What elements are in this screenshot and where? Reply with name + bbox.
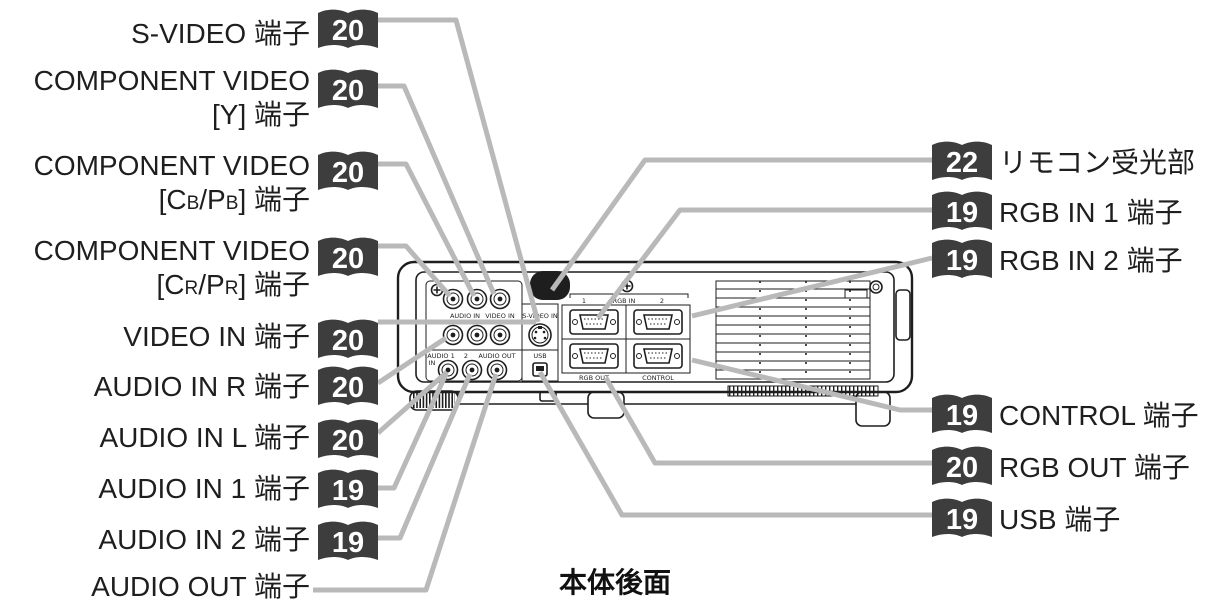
page-badge: 20 (318, 69, 378, 108)
leader-line-usb (537, 370, 932, 518)
page-number: 20 (946, 452, 978, 484)
label-component-cr-line1: COMPONENT VIDEO (34, 235, 310, 266)
right-labels: 22 リモコン受光部 19 RGB IN 1 端子 19 RGB IN 2 端子… (932, 141, 1199, 537)
panel-label-video-in: VIDEO IN (485, 312, 515, 320)
leader-line-rgb-out (603, 376, 932, 466)
page-badge: 20 (318, 237, 378, 276)
page-number: 19 (946, 504, 978, 536)
page-number: 19 (946, 197, 978, 229)
label-audio-in-r: AUDIO IN R 端子 (94, 371, 310, 402)
label-control: CONTROL 端子 (999, 400, 1199, 431)
label-component-cr-line2: [CR/PR] 端子 (157, 269, 311, 300)
label-component-cb-line2: [CB/PB] 端子 (159, 184, 310, 215)
s-video-port (528, 323, 552, 347)
label-component-y-line2: [Y] 端子 (212, 99, 310, 130)
label-ir-receiver: リモコン受光部 (999, 147, 1195, 178)
panel-label-s-video-in: S-VIDEO IN (522, 312, 558, 320)
label-audio-in-2: AUDIO IN 2 端子 (98, 524, 310, 555)
leader-line-s-video (378, 17, 541, 323)
panel-label-audio-out: AUDIO OUT (478, 352, 515, 360)
inner-panel-frame (415, 271, 895, 383)
base-outline (457, 392, 856, 405)
s-video-usb-frame (521, 303, 559, 382)
page-number: 20 (332, 75, 364, 107)
rgb-connector-panel: 1 RGB IN 2 RGB OUT CONTROL (561, 279, 691, 382)
panel-label-rgb-in-1: 1 (582, 297, 586, 305)
left-labels: S-VIDEO 端子 20 COMPONENT VIDEO [Y] 端子 20 … (34, 9, 378, 602)
page-badge: 19 (932, 239, 992, 278)
page-badge: 20 (318, 419, 378, 458)
label-audio-in-l: AUDIO IN L 端子 (99, 422, 310, 453)
projector-rear-body: AUDIO IN VIDEO IN S-VIDEO IN AUDIO 1 IN … (396, 260, 914, 427)
page-number: 20 (332, 372, 364, 404)
leader-line-rgb-in-2 (691, 255, 933, 319)
page-badge: 19 (932, 394, 992, 433)
page-badge: 20 (318, 151, 378, 190)
page-number: 20 (332, 15, 364, 47)
label-audio-out: AUDIO OUT 端子 (91, 571, 310, 602)
leader-line-audio-in-1 (378, 372, 449, 491)
page-number: 19 (946, 400, 978, 432)
side-handle (895, 289, 911, 341)
label-rgb-in-1: RGB IN 1 端子 (999, 197, 1183, 228)
page-badge: 19 (318, 469, 378, 508)
page-number: 19 (332, 475, 364, 507)
leader-line-audio-out (313, 373, 499, 593)
page-number: 20 (332, 425, 364, 457)
leader-line-ir-receiver (549, 157, 932, 292)
leader-lines (313, 17, 933, 593)
panel-label-control: CONTROL (642, 374, 674, 382)
vent-grille (715, 280, 871, 380)
panel-label-audio-in: AUDIO IN (450, 312, 480, 320)
page-badge: 19 (932, 498, 992, 537)
leader-line-audio-in-r (376, 335, 448, 386)
page-badge: 20 (318, 9, 378, 48)
right-foot (855, 391, 891, 427)
label-s-video: S-VIDEO 端子 (131, 18, 310, 49)
label-component-cb-line1: COMPONENT VIDEO (34, 150, 310, 181)
leader-line-component-y (378, 83, 497, 295)
rgb-in-bracket (569, 293, 689, 298)
page-number: 19 (332, 527, 364, 559)
page-number: 20 (332, 243, 364, 275)
leader-line-audio-in-2 (378, 373, 473, 541)
label-component-y-line1: COMPONENT VIDEO (34, 65, 310, 96)
rgb-panel-dividers (562, 305, 690, 373)
leader-line-audio-in-l (376, 370, 449, 435)
page-number: 20 (332, 325, 364, 357)
page-badge: 19 (932, 191, 992, 230)
leader-line-rgb-in-1 (596, 207, 932, 320)
page-badge: 20 (318, 366, 378, 405)
page-badge: 20 (318, 319, 378, 358)
label-rgb-out: RGB OUT 端子 (999, 452, 1190, 483)
page-badge: 20 (932, 446, 992, 485)
panel-label-audio-2: 2 (464, 352, 468, 360)
panel-label-audio-1: AUDIO 1 (427, 352, 454, 360)
page-number: 22 (946, 147, 978, 179)
label-video-in: VIDEO IN 端子 (123, 321, 310, 352)
page-number: 19 (946, 245, 978, 277)
leader-line-component-cr (378, 243, 452, 298)
panel-label-rgb-in-2: 2 (660, 297, 664, 305)
page-badge: 19 (318, 521, 378, 560)
round-cap (869, 280, 883, 294)
label-audio-in-1: AUDIO IN 1 端子 (98, 473, 310, 504)
leader-line-component-cb (378, 161, 477, 298)
label-usb: USB 端子 (999, 504, 1120, 535)
panel-label-audio-1-in: IN (429, 359, 436, 367)
panel-label-rgb-in: RGB IN (613, 297, 636, 305)
label-rgb-in-2: RGB IN 2 端子 (999, 245, 1183, 276)
page-badge: 22 (932, 141, 992, 180)
page-number: 20 (332, 157, 364, 189)
panel-label-rgb-out: RGB OUT (579, 374, 609, 382)
panel-label-usb: USB (533, 352, 546, 360)
leader-line-control (691, 357, 932, 413)
figure-caption: 本体後面 (559, 567, 671, 598)
